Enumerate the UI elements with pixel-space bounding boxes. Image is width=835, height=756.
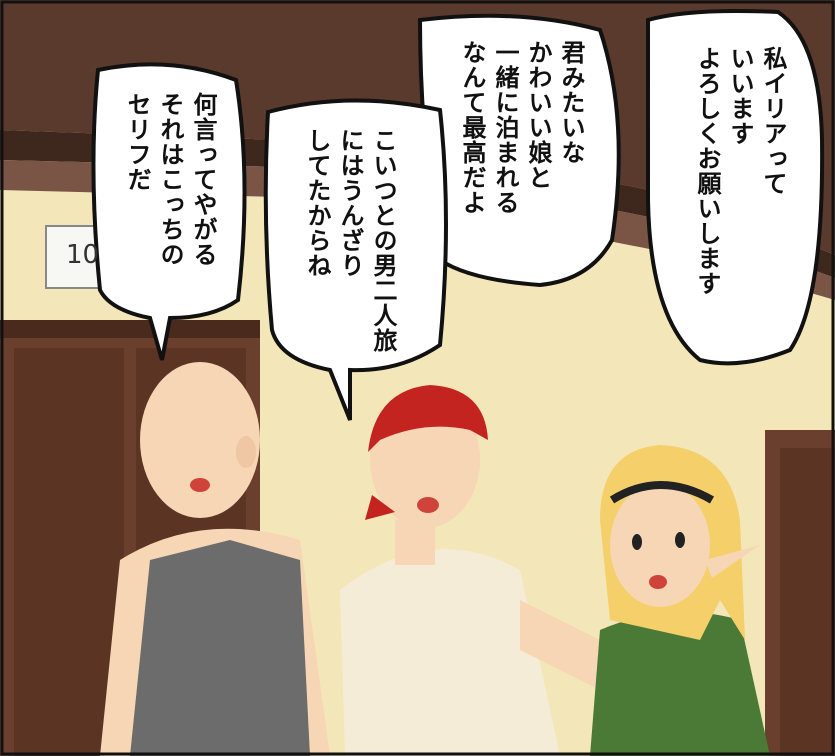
- speech-bubble-elf: [646, 9, 825, 366]
- door-number: 10: [66, 240, 100, 270]
- red-cap: [368, 385, 488, 452]
- speech-text-red-cap-bottom: こいつとの男二人旅 にはうんざり してたからね: [300, 128, 399, 353]
- speech-line: 何言ってやがる: [189, 92, 217, 267]
- elf-ear: [705, 545, 760, 578]
- speech-bubble-red-cap-bottom: [263, 98, 448, 421]
- speech-line: 私イリアって: [759, 46, 787, 196]
- bald-man: [100, 362, 330, 756]
- speech-line: かわいい娘と: [524, 40, 552, 190]
- cream-shirt: [340, 549, 560, 756]
- speech-line: してたからね: [303, 128, 331, 278]
- elf-girl: [590, 445, 770, 756]
- speech-line: いいます: [726, 46, 754, 146]
- speech-line: それはこっちの: [156, 92, 184, 267]
- speech-text-red-cap-top: 君みたいな かわいい娘と 一緒に泊まれる なんて最高だよ: [455, 40, 587, 215]
- speech-line: こいつとの男二人旅: [369, 128, 397, 353]
- bald-head: [140, 362, 260, 518]
- speech-line: にはうんざり: [336, 128, 364, 278]
- speech-line: 一緒に泊まれる: [491, 40, 519, 215]
- elf-face: [610, 483, 710, 607]
- tank-top: [130, 540, 310, 756]
- speech-line: なんて最高だよ: [458, 40, 486, 215]
- speech-line: 君みたいな: [557, 40, 585, 165]
- speech-bubble-bald: [91, 62, 247, 361]
- speech-line: セリフだ: [123, 92, 151, 192]
- speech-text-bald: 何言ってやがる それはこっちの セリフだ: [120, 92, 219, 267]
- green-dress: [590, 612, 770, 756]
- speech-line: よろしくお願いします: [693, 46, 721, 296]
- speech-text-elf: 私イリアって いいます よろしくお願いします: [690, 46, 789, 296]
- headband: [609, 481, 714, 504]
